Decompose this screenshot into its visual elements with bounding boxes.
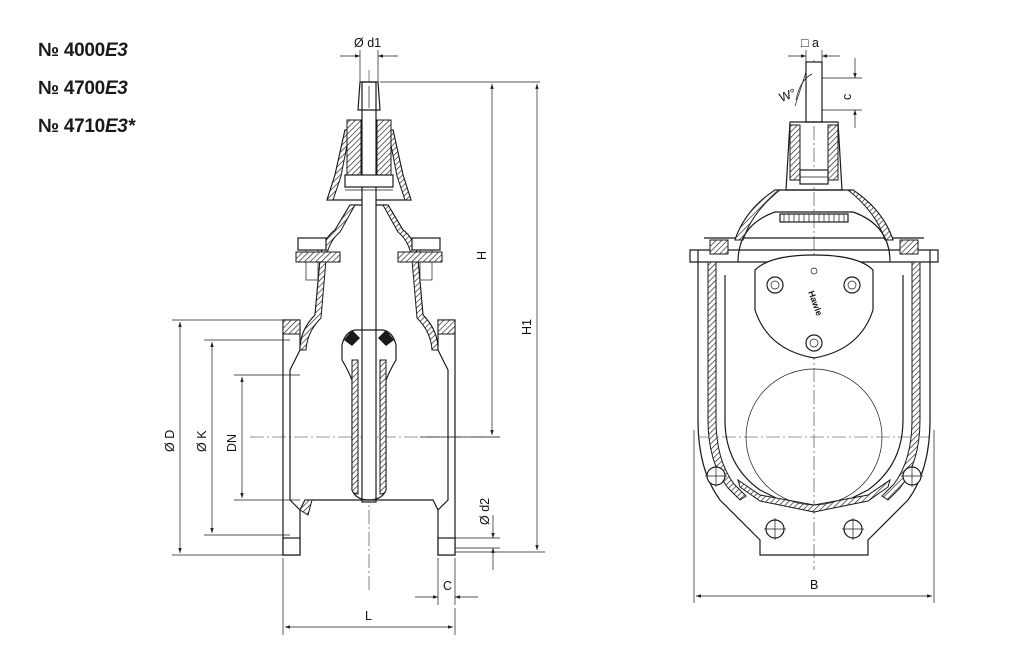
dim-w: W° <box>777 86 798 105</box>
stem-top <box>357 81 381 111</box>
model-label-1: № 4000E3 <box>38 40 128 62</box>
bolt-head-left <box>297 237 327 251</box>
cover-plate <box>754 254 874 359</box>
dim-c-top: c <box>840 94 854 100</box>
side-section-view: Ø d1 H H1 Ø D Ø K DN <box>163 36 545 635</box>
dim-dn: DN <box>225 434 239 452</box>
stem <box>361 81 377 503</box>
model-suffix: E3* <box>104 116 135 137</box>
screw-icon <box>805 334 823 352</box>
bolt-head-right <box>411 237 441 251</box>
front-body-outline <box>697 250 931 556</box>
front-view: Hawle □ a W° <box>689 36 939 603</box>
dim-h: H <box>475 251 489 260</box>
screw-icon <box>843 276 861 294</box>
bore-circle <box>745 368 883 506</box>
model-label-2: № 4700E3 <box>38 78 128 100</box>
model-number: № 4000 <box>38 40 105 61</box>
model-number: № 4700 <box>38 78 105 99</box>
screw-icon <box>766 276 784 294</box>
dim-d: Ø D <box>163 430 177 452</box>
model-suffix: E3 <box>104 78 128 99</box>
dim-h1: H1 <box>520 319 534 335</box>
flange-right <box>437 319 456 556</box>
front-stem <box>805 61 823 123</box>
dim-d1: Ø d1 <box>354 36 381 50</box>
dim-l: L <box>365 609 372 623</box>
dim-k: Ø K <box>195 430 209 452</box>
model-suffix: E3 <box>104 40 128 61</box>
model-label-3: № 4710E3* <box>38 116 135 138</box>
dim-c-bottom: C <box>443 579 452 593</box>
flange-left <box>282 319 301 556</box>
dim-b: B <box>810 578 818 592</box>
dim-d2: Ø d2 <box>478 498 492 525</box>
model-number: № 4710 <box>38 116 105 137</box>
dim-a: □ a <box>801 36 819 50</box>
